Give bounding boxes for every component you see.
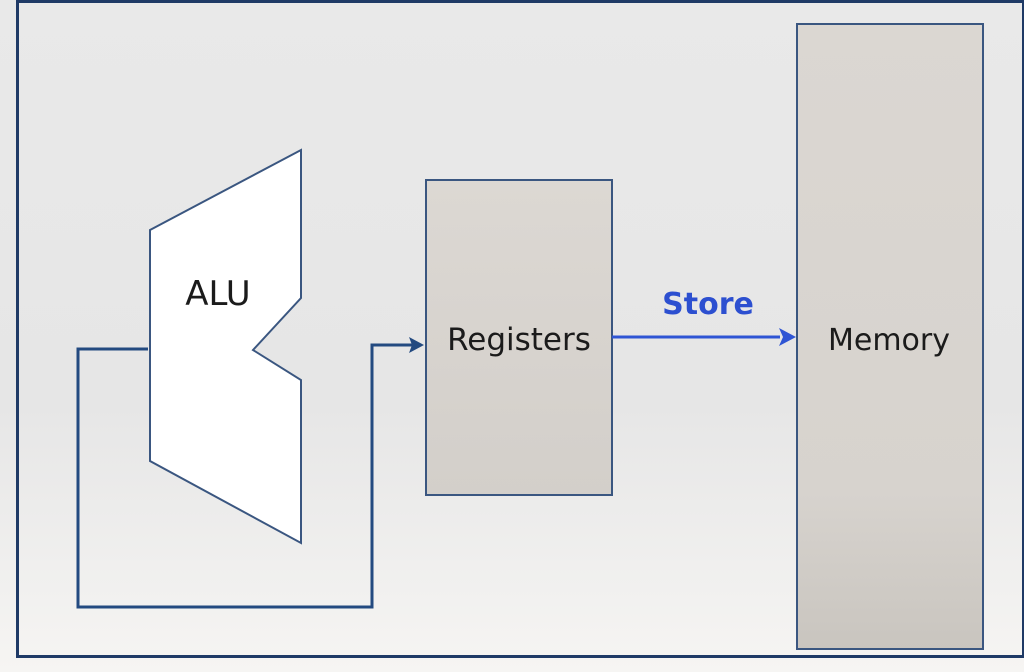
- feedback-arrowhead: [409, 337, 424, 353]
- memory-label: Memory: [828, 323, 950, 358]
- store-label: Store: [662, 287, 754, 322]
- alu-shape: [149, 148, 302, 545]
- memory-box: [796, 23, 984, 650]
- alu-label: ALU: [185, 274, 250, 314]
- feedback-line: [76, 343, 412, 609]
- store-arrowhead: [779, 328, 796, 346]
- registers-label: Registers: [447, 322, 591, 358]
